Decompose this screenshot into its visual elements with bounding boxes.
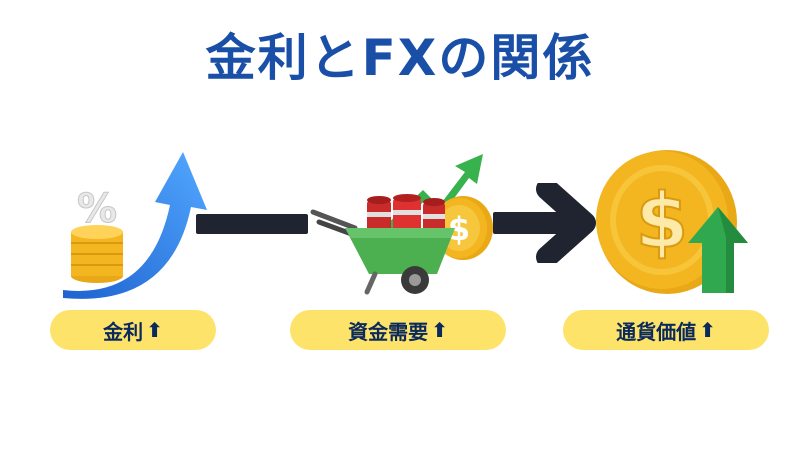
connector-arrow xyxy=(493,183,596,263)
svg-text:%: % xyxy=(77,186,117,232)
step-label-currency-value: 通貨価値⬆ xyxy=(563,310,769,350)
step-label-text: 資金需要 xyxy=(348,319,429,344)
up-arrow-icon: ⬆ xyxy=(699,318,716,342)
wheelbarrow-money-icon: $ xyxy=(310,154,493,295)
svg-text:$: $ xyxy=(448,210,470,248)
connector-line xyxy=(196,214,308,234)
dollar-coin-up-icon: $ xyxy=(596,150,748,294)
step-label-interest-rate: 金利⬆ xyxy=(50,310,216,350)
up-arrow-icon: ⬆ xyxy=(146,318,163,342)
rising-interest-coins-icon: % xyxy=(63,152,207,299)
step-label-capital-demand: 資金需要⬆ xyxy=(290,310,506,350)
svg-text:$: $ xyxy=(636,176,689,265)
step-label-text: 通貨価値 xyxy=(616,319,697,344)
page-title: 金利とFXの関係 xyxy=(205,29,595,87)
up-arrow-icon: ⬆ xyxy=(431,318,448,342)
step-label-text: 金利 xyxy=(103,319,144,344)
